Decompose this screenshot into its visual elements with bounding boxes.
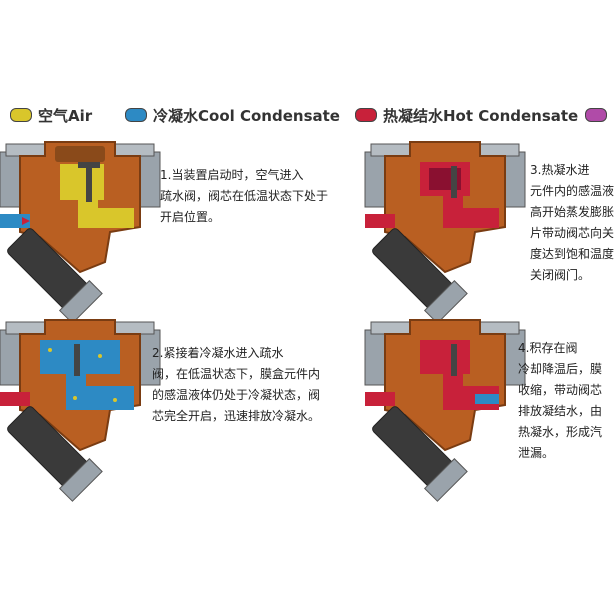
cool-inlet xyxy=(0,214,30,228)
step-1-text: 1.当装置启动时，空气进入 疏水阀，阀芯在低温状态下处于 开启位置。 xyxy=(160,168,329,224)
hot-flow xyxy=(365,162,499,228)
strainer xyxy=(7,228,103,324)
legend-label-cool: 冷凝水Cool Condensate xyxy=(153,106,340,125)
cool-flow xyxy=(0,340,134,410)
trap-diagram-hot xyxy=(364,141,526,324)
hot-flow xyxy=(365,340,499,410)
legend-label-air: 空气Air xyxy=(38,106,93,125)
trap-diagram-air xyxy=(0,141,161,324)
trap-diagram-cool xyxy=(0,319,161,502)
strainer xyxy=(372,406,468,502)
legend-swatch-steam xyxy=(585,108,607,122)
legend-swatch-cool xyxy=(125,108,147,122)
legend-swatch-air xyxy=(10,108,32,122)
strainer xyxy=(372,228,468,324)
strainer xyxy=(7,406,103,502)
step-4-text: 4.积存在阀 冷却降温后，膜 收缩，带动阀芯 排放凝结水，由 热凝水，形成汽 泄… xyxy=(518,341,603,460)
legend-label-hot: 热凝结水Hot Condensate xyxy=(383,106,579,125)
air-flow xyxy=(60,162,134,228)
legend-item-hot-condensate: 热凝结水Hot Condensate xyxy=(355,100,578,130)
legend-item-air: 空气Air xyxy=(10,100,92,130)
legend-item-cool-condensate: 冷凝水Cool Condensate xyxy=(125,100,340,130)
legend: 空气Air 冷凝水Cool Condensate 热凝结水Hot Condens… xyxy=(0,100,607,130)
trap-diagram-discharge xyxy=(364,319,526,502)
legend-swatch-hot xyxy=(355,108,377,122)
step-3-text: 3.热凝水进 元件内的感温液 高开始蒸发膨胀 片带动阀芯向关 度达到饱和温度 关… xyxy=(530,163,614,282)
step-2-text: 2.紧接着冷凝水进入疏水 阀，在低温状态下，膜盒元件内 的感温液体仍处于冷凝状态… xyxy=(152,346,321,423)
legend-item-steam xyxy=(585,100,613,130)
